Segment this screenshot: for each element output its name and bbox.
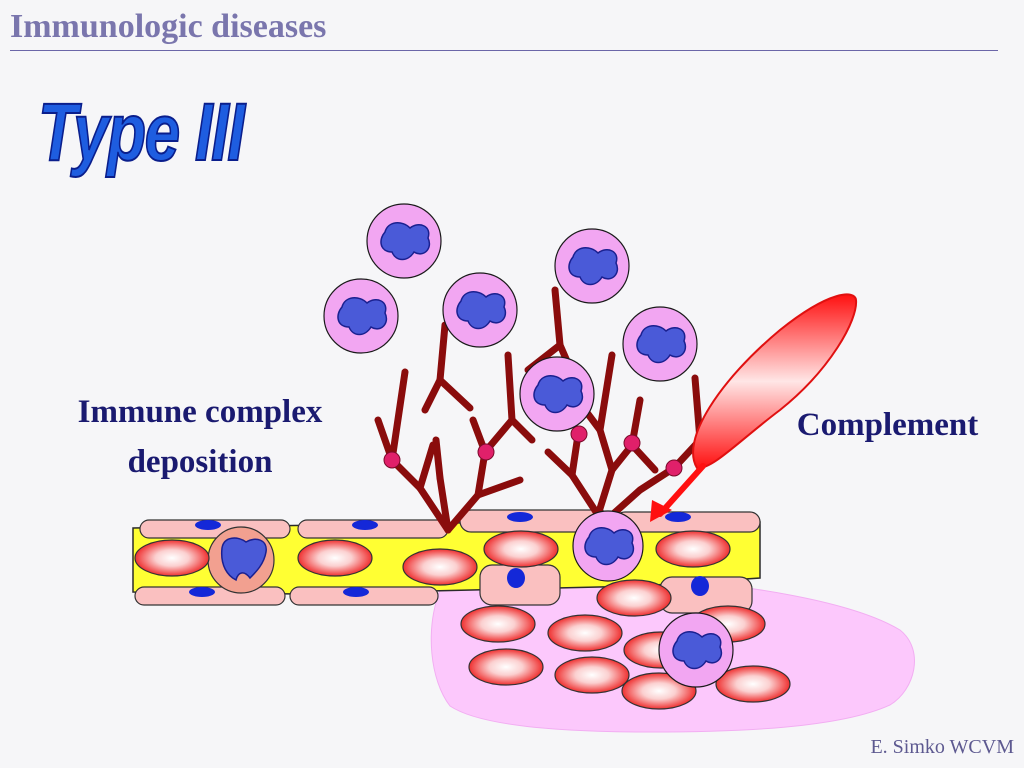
- monocyte: [207, 526, 275, 594]
- endothelial-nuclei: [189, 512, 709, 597]
- neutrophil-nuclei: [337, 222, 723, 670]
- type-heading: Type III: [37, 86, 246, 179]
- complement-label: Complement: [796, 407, 979, 443]
- slide-title: Immunologic diseases: [10, 8, 327, 45]
- author-credit: E. Simko WCVM: [870, 736, 1014, 758]
- immune-complex-label-line1: Immune complex: [77, 394, 323, 430]
- immune-complex-label-line2: deposition: [127, 444, 273, 480]
- antigens: [383, 425, 683, 477]
- complement-arrow: [650, 293, 858, 522]
- title-underline: [10, 50, 998, 51]
- immune-complex-label: Immune complex deposition: [40, 387, 360, 487]
- neutrophils: [323, 203, 734, 688]
